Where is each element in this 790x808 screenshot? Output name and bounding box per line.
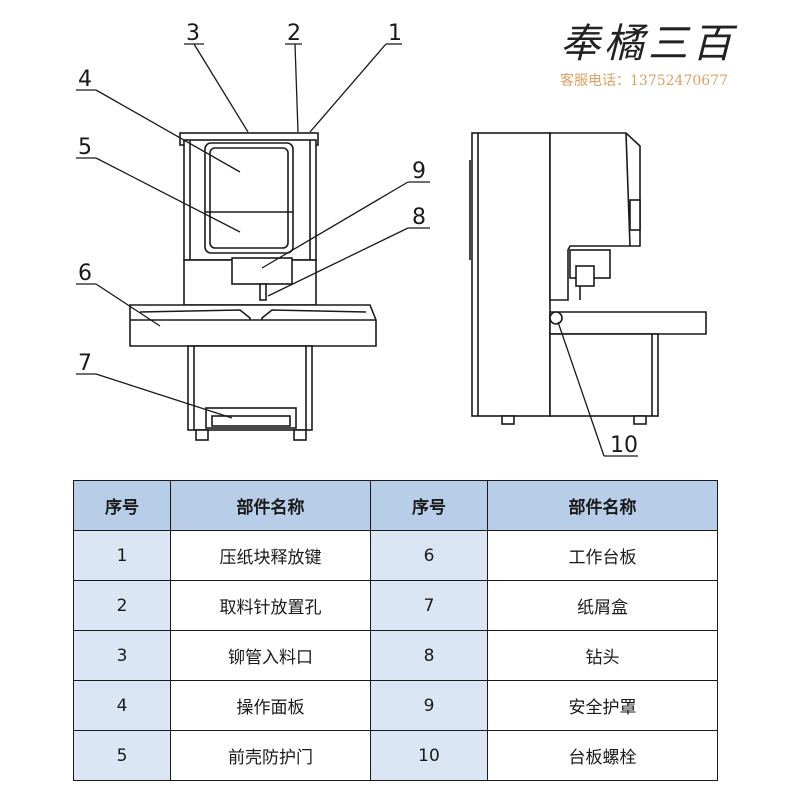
row-part-name: 钻头 [487,630,718,681]
brand-block: 奉橘三百 客服电话：13752470677 [560,20,780,90]
table-row: 1 压纸块释放键 6 工作台板 [73,530,718,581]
callout-numbers: 1 2 3 4 5 6 7 8 9 10 [78,21,638,458]
row-part-name: 安全护罩 [487,680,718,731]
table-row: 2 取料针放置孔 7 纸屑盒 [73,580,718,631]
callout-6: 6 [78,261,92,286]
header-name-left: 部件名称 [170,480,371,531]
row-part-name: 压纸块释放键 [170,530,371,581]
callout-5: 5 [78,135,92,160]
brand-title: 奉橘三百 [560,21,736,67]
callout-9: 9 [412,159,426,184]
row-index: 7 [370,580,488,631]
callout-2: 2 [287,21,301,46]
row-part-name: 取料针放置孔 [170,580,371,631]
callout-3: 3 [186,21,200,46]
header-index-right: 序号 [370,480,488,531]
row-index: 9 [370,680,488,731]
row-part-name: 操作面板 [170,680,371,731]
row-part-name: 纸屑盒 [487,580,718,631]
row-index: 6 [370,530,488,581]
brand-service-phone: 客服电话：13752470677 [560,73,728,89]
table-row: 3 铆管入料口 8 钻头 [73,630,718,681]
callout-10: 10 [610,433,638,458]
leader-lines [76,43,638,457]
row-index: 5 [73,730,171,781]
table-row: 5 前壳防护门 10 台板螺栓 [73,730,718,781]
row-index: 8 [370,630,488,681]
row-index: 2 [73,580,171,631]
row-part-name: 工作台板 [487,530,718,581]
machine-diagram: 1 2 3 4 5 6 7 8 9 10 [76,21,707,458]
front-view [129,132,377,441]
row-index: 1 [73,530,171,581]
row-index: 10 [370,730,488,781]
row-part-name: 铆管入料口 [170,630,371,681]
header-index-left: 序号 [73,480,171,531]
parts-table: 序号 部件名称 序号 部件名称 1 压纸块释放键 6 工作台板 2 取料针放置孔… [73,480,718,781]
row-index: 3 [73,630,171,681]
table-header-row: 序号 部件名称 序号 部件名称 [73,480,718,531]
callout-7: 7 [78,351,92,376]
row-part-name: 台板螺栓 [487,730,718,781]
side-view [469,132,707,425]
header-name-right: 部件名称 [487,480,718,531]
row-part-name: 前壳防护门 [170,730,371,781]
callout-8: 8 [412,205,426,230]
callout-4: 4 [78,67,92,92]
row-index: 4 [73,680,171,731]
table-row: 4 操作面板 9 安全护罩 [73,680,718,731]
callout-1: 1 [388,21,402,46]
